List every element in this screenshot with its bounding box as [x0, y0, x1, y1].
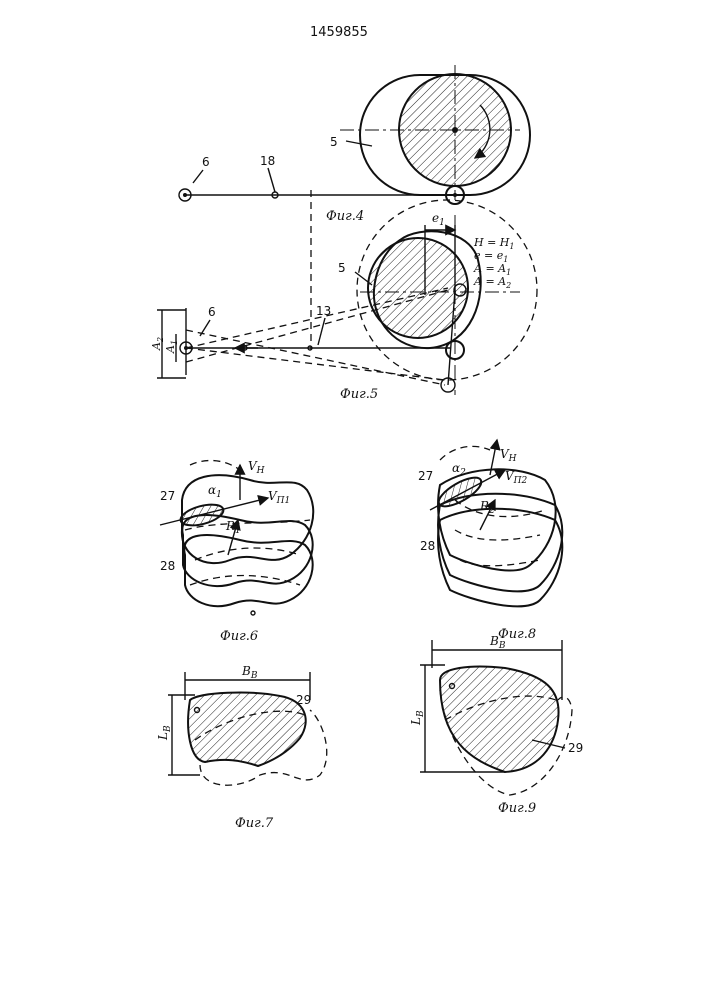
r1-label: R1 [225, 519, 241, 536]
contour-28-label-fig8: 28 [420, 539, 435, 553]
roller-label-fig5: 6 [208, 305, 216, 319]
fig7-caption: Фиг.7 [235, 816, 274, 831]
figure-6: α1 VH VП1 R1 27 28 Фиг.6 [160, 459, 313, 644]
A1-label: A1 [164, 340, 179, 354]
area-29-label-fig7: 29 [296, 693, 311, 707]
hatched-area-29-fig7 [188, 693, 306, 766]
figure-7: BB LB 29 Фиг.7 [156, 664, 327, 831]
zone-27-label: 27 [160, 489, 175, 503]
layer-3 [184, 535, 312, 606]
figure-4: 5 6 18 Фиг.4 [179, 65, 530, 224]
fig4-caption: Фиг.4 [326, 209, 364, 224]
vp1-label: VП1 [268, 489, 290, 506]
point-18-label: 18 [260, 154, 275, 168]
svg-text:A = A2: A = A2 [473, 275, 511, 290]
parameter-legend: H = H1 e = e1 A = A1 A = A2 [473, 236, 515, 290]
cam-label: 5 [330, 135, 338, 149]
alpha1-label: α1 [208, 483, 222, 500]
vn-label-fig8: VH [500, 447, 517, 464]
b-dimension-label: BB [241, 664, 258, 681]
l-dimension-label-fig9: LB [409, 710, 426, 726]
layer-2 [182, 515, 312, 586]
e1-label: e1 [432, 211, 445, 228]
contact-zone-fig8 [435, 472, 486, 512]
vn-label: VH [248, 459, 265, 476]
l-dimension-label: LB [156, 725, 173, 741]
hatched-area-29-fig9 [440, 667, 559, 773]
cam-label-fig5: 5 [338, 261, 346, 275]
fig9-caption: Фиг.9 [498, 801, 536, 816]
fig8-caption: Фиг.8 [498, 627, 536, 642]
area-29-label-fig9: 29 [568, 741, 583, 755]
figure-8: α2 VH VП2 R2 27 28 Фиг.8 [418, 440, 562, 642]
roller-label-fig4: 6 [202, 155, 210, 169]
patent-number: 1459855 [310, 25, 368, 40]
point-13-label: 13 [316, 304, 331, 318]
zone-27-label-fig8: 27 [418, 469, 433, 483]
A2-label: A2 [150, 337, 165, 351]
fig5-caption: Фиг.5 [340, 387, 378, 402]
contour-28-label: 28 [160, 559, 175, 573]
fig6-caption: Фиг.6 [220, 629, 258, 644]
figure-5: e1 H = H1 e = e1 A = A1 A = A2 5 6 13 [150, 200, 537, 402]
figure-9: BB LB 29 Фиг.9 [409, 634, 583, 816]
